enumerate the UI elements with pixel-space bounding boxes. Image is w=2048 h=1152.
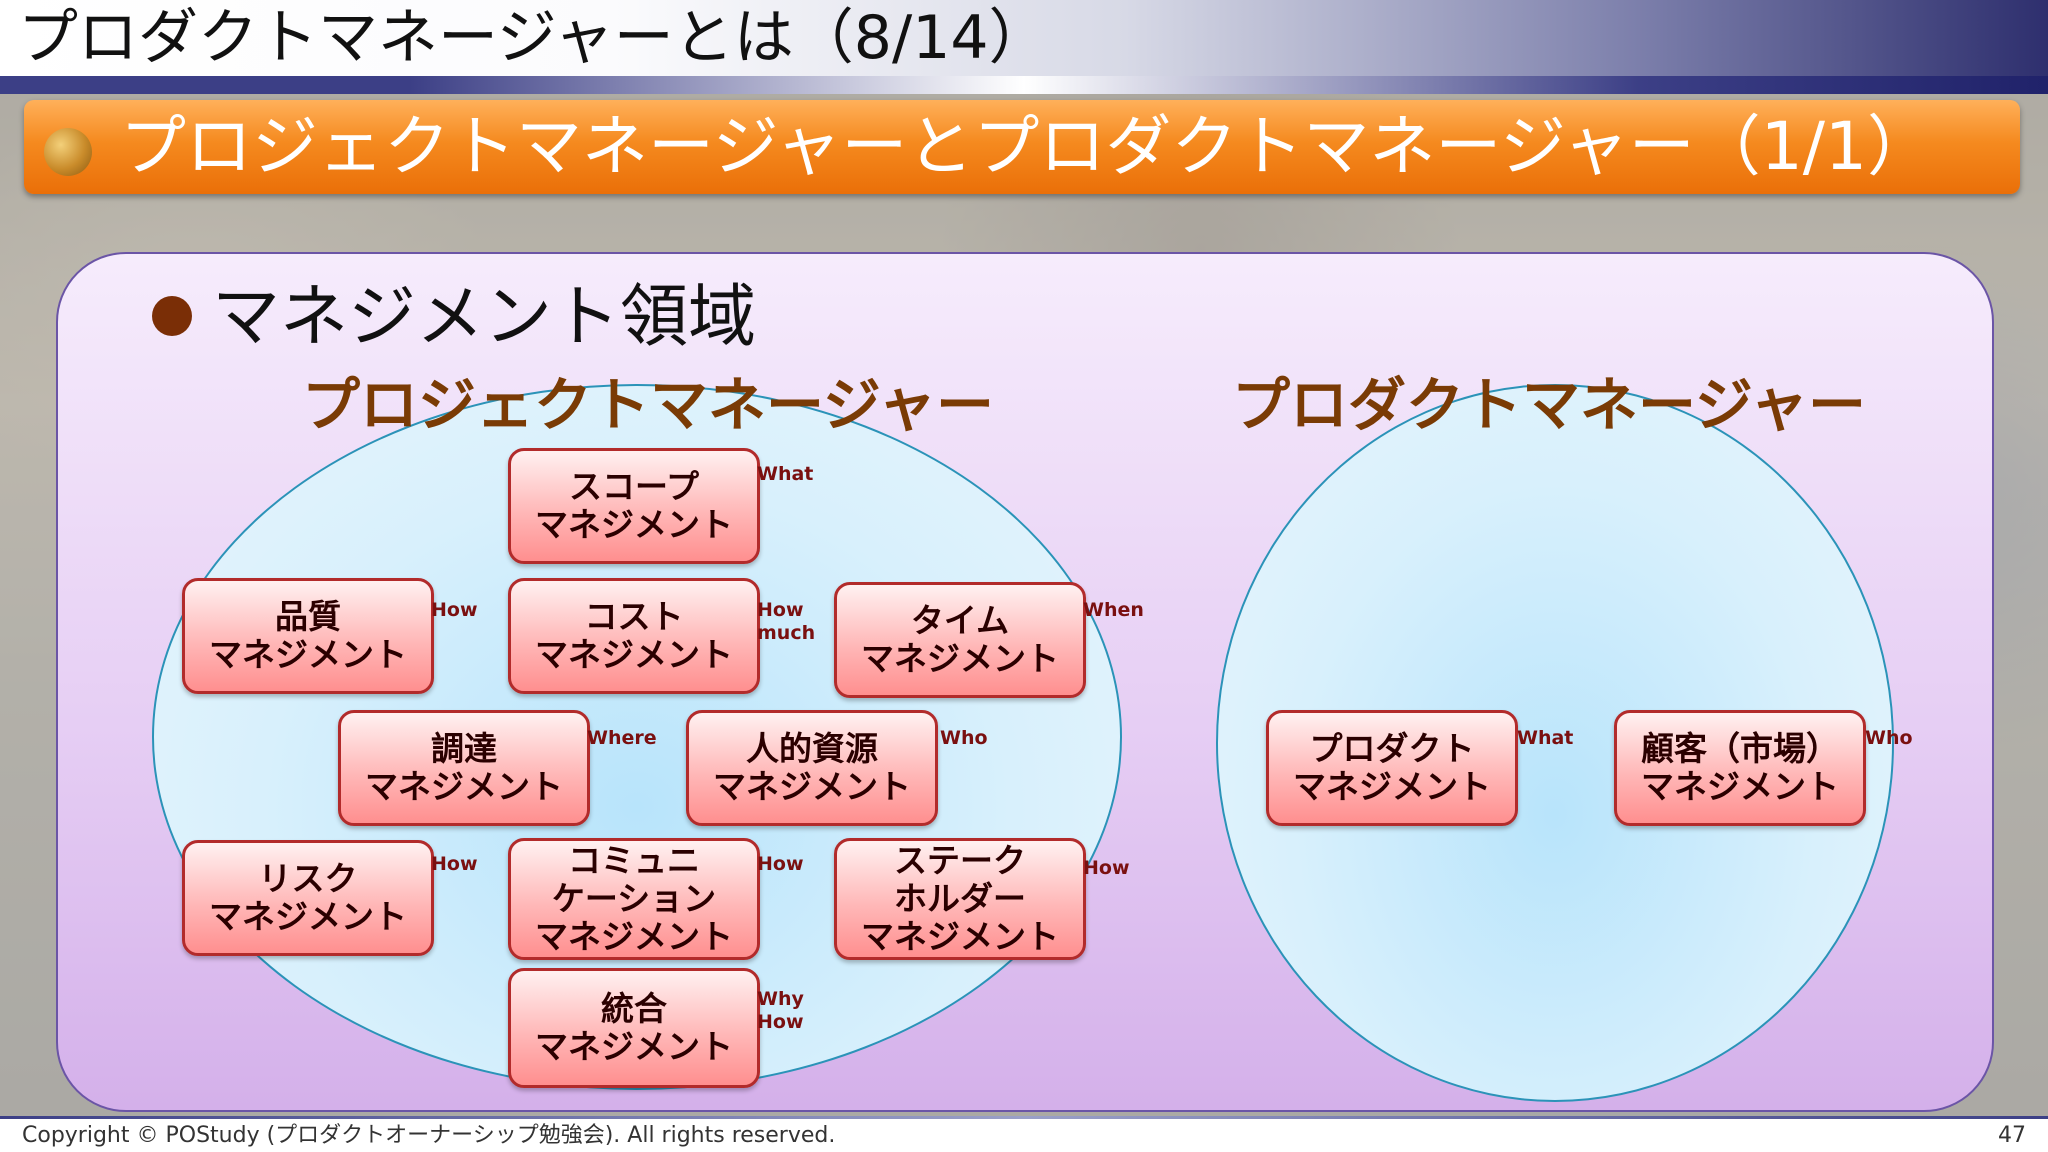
scope-management-box: スコープ マネジメント	[508, 448, 760, 564]
communication-management-box: コミュニ ケーション マネジメント	[508, 838, 760, 960]
project-manager-title: プロジェクトマネージャー	[302, 371, 994, 439]
product-management-tag: What	[1517, 727, 1574, 749]
customer-market-management-box: 顧客（市場） マネジメント	[1614, 710, 1866, 826]
time-management-tag: When	[1083, 599, 1144, 621]
procurement-management-tag: Where	[587, 727, 657, 749]
product-management-box: プロダクト マネジメント	[1266, 710, 1518, 826]
scope-management-tag: What	[757, 463, 814, 485]
integration-management-box: 統合 マネジメント	[508, 968, 760, 1088]
time-management-box: タイム マネジメント	[834, 582, 1086, 698]
page-number: 47	[1998, 1123, 2026, 1148]
risk-management-box: リスク マネジメント	[182, 840, 434, 956]
quality-management-tag: How	[431, 599, 478, 621]
bullet-icon	[152, 296, 192, 336]
product-manager-title: プロダクトマネージャー	[1232, 371, 1866, 439]
topic-banner	[24, 100, 2020, 194]
stakeholder-management-box: ステーク ホルダー マネジメント	[834, 838, 1086, 960]
section-heading: マネジメント領域	[212, 278, 757, 357]
human-resource-management-tag: Who	[940, 727, 988, 749]
stakeholder-management-tag: How	[1083, 857, 1130, 879]
integration-management-tag: Why How	[757, 988, 804, 1033]
title-divider	[0, 76, 2048, 94]
footer-bar	[0, 1116, 2048, 1152]
communication-management-tag: How	[757, 853, 804, 875]
procurement-management-box: 調達 マネジメント	[338, 710, 590, 826]
risk-management-tag: How	[431, 853, 478, 875]
cost-management-tag: How much	[757, 599, 816, 644]
topic-banner-text: プロジェクトマネージャーとプロダクトマネージャー（1/1）	[120, 108, 1933, 185]
banner-bullet-icon	[44, 128, 92, 176]
human-resource-management-box: 人的資源 マネジメント	[686, 710, 938, 826]
footer-divider	[0, 1116, 2048, 1119]
title-bar	[0, 0, 2048, 76]
cost-management-box: コスト マネジメント	[508, 578, 760, 694]
slide-title: プロダクトマネージャーとは（8/14）	[18, 3, 1049, 73]
customer-market-management-tag: Who	[1865, 727, 1913, 749]
copyright-text: Copyright © POStudy (プロダクトオーナーシップ勉強会). A…	[22, 1123, 836, 1148]
quality-management-box: 品質 マネジメント	[182, 578, 434, 694]
